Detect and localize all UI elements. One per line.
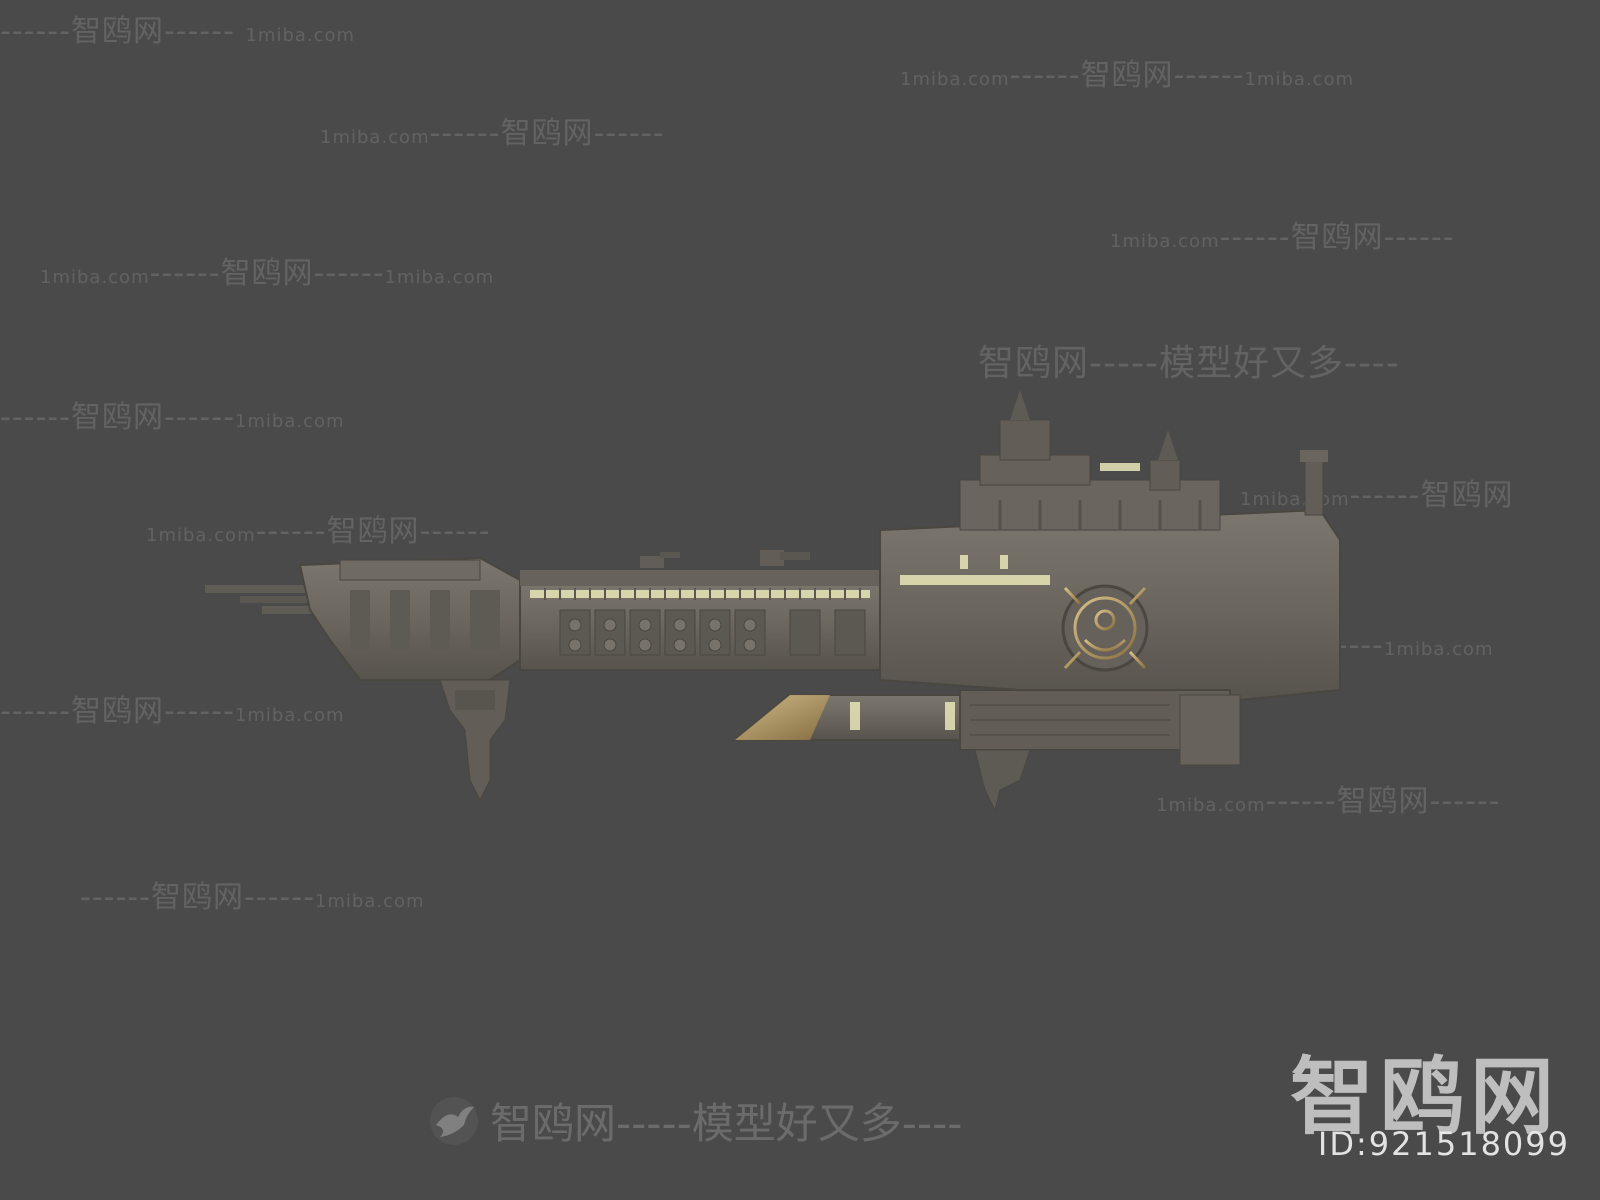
footer-watermark: 智鸥网-----模型好又多---- — [428, 1090, 962, 1151]
bird-icon — [430, 1096, 478, 1145]
hull-emblem — [1061, 584, 1149, 672]
watermark-row-8: 1miba.com------智鸥网------ — [146, 514, 491, 549]
footer-slogan: 智鸥网-----模型好又多---- — [490, 1099, 963, 1148]
model-id: ID:921518099 — [1317, 1125, 1570, 1163]
bridge-window-row — [900, 463, 1140, 585]
brand-logo: 智鸥网 — [1289, 1048, 1560, 1146]
watermark-row-3: 1miba.com------智鸥网------ — [320, 116, 665, 151]
watermark-row-5: 1miba.com------智鸥网------1miba.com — [40, 256, 495, 291]
watermark-row-10: ------智鸥网------1miba.com — [0, 694, 345, 729]
main-hull-spine — [519, 550, 881, 671]
lower-ram — [732, 689, 1241, 766]
watermark-row-6: ------智鸥网------1miba.com — [0, 400, 345, 435]
prow-guns — [205, 585, 332, 614]
watermark-row-12: ------智鸥网------1miba.com — [80, 880, 425, 915]
prow-section — [298, 556, 521, 681]
watermark-slogan-row: 智鸥网-----模型好又多---- — [978, 343, 1400, 384]
watermark-row-2: 1miba.com------智鸥网------1miba.com — [900, 58, 1355, 93]
watermark-row-11: 1miba.com------智鸥网------ — [1156, 784, 1501, 819]
watermark-row-4: 1miba.com------智鸥网------ — [1110, 220, 1455, 255]
lower-keel — [974, 749, 1031, 812]
prow-keel — [439, 679, 511, 802]
spine-window-row — [530, 588, 870, 600]
watermark-row-1: ------智鸥网------ 1miba.com — [0, 14, 356, 49]
